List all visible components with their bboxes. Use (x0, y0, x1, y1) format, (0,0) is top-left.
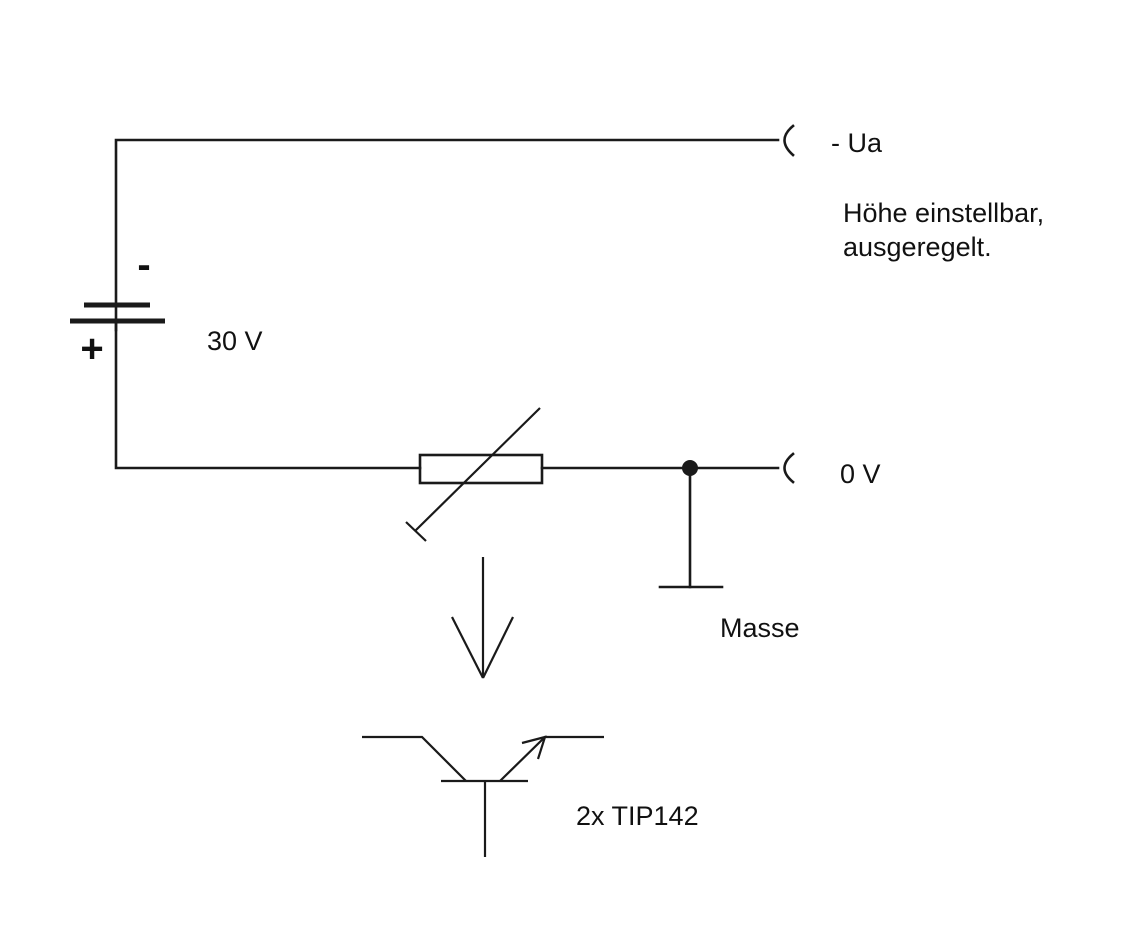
output-note-line1: Höhe einstellbar, (843, 198, 1044, 228)
transistor-symbol (362, 735, 604, 857)
terminal-zero (783, 452, 795, 484)
battery-minus-sign: - (137, 243, 150, 287)
output-zero-label: 0 V (840, 459, 881, 489)
transistor-label: 2x TIP142 (576, 801, 699, 831)
ground-symbol (658, 466, 724, 589)
terminal-negative (783, 124, 795, 157)
potentiometer-symbol (405, 407, 544, 542)
bottom-wire (114, 319, 780, 470)
battery-plus-sign: + (80, 327, 103, 371)
battery-symbol (70, 302, 165, 324)
supply-voltage-label: 30 V (207, 326, 263, 356)
down-arrow (451, 557, 514, 679)
top-wire (114, 138, 780, 332)
output-note-line2: ausgeregelt. (843, 232, 992, 262)
output-negative-label: - Ua (831, 128, 883, 158)
ground-label: Masse (720, 613, 800, 643)
